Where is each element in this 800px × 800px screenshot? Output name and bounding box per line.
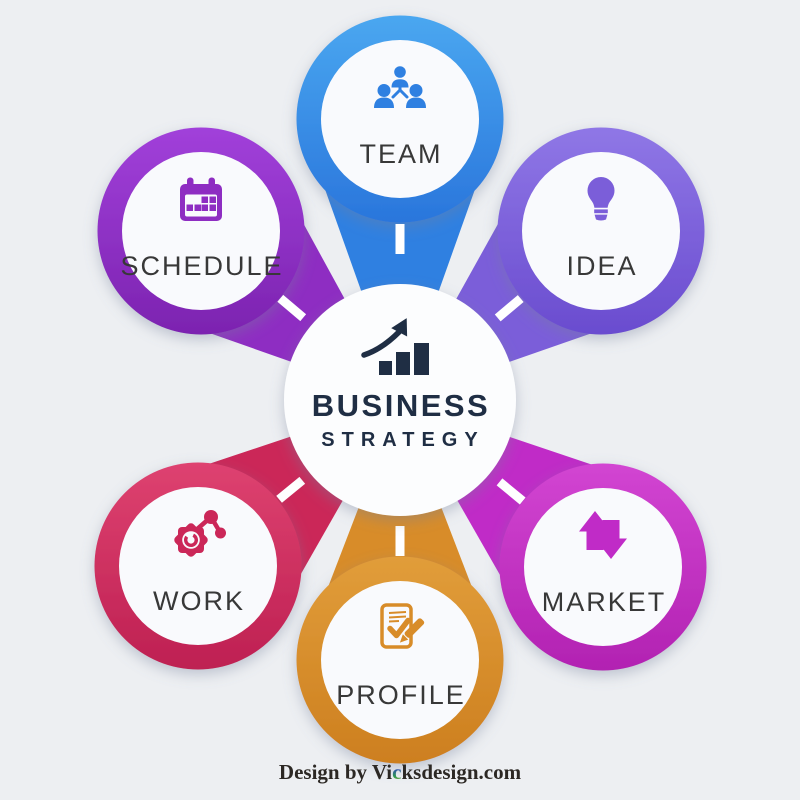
center-circle	[284, 284, 516, 516]
team-icon	[374, 66, 426, 108]
market-label: MARKET	[542, 587, 667, 617]
profile-label: PROFILE	[336, 680, 466, 710]
center-subtitle: STRATEGY	[321, 429, 484, 451]
team-label: TEAM	[359, 139, 442, 169]
idea-inner-circle	[522, 152, 680, 310]
idea-tick	[494, 295, 524, 322]
growth-chart-icon	[361, 318, 429, 375]
document-check-icon	[380, 603, 425, 649]
work-label: WORK	[153, 586, 245, 616]
petal-profile: PROFILE	[296, 400, 504, 764]
calendar-icon	[180, 177, 222, 221]
credit-prefix: Design by	[279, 760, 372, 784]
up-down-arrows-icon	[579, 511, 627, 559]
schedule-tick	[277, 294, 307, 322]
petal-team: TEAM	[296, 15, 504, 400]
lightbulb-icon	[587, 177, 615, 221]
brand-colored-letter: c	[392, 760, 401, 784]
brand-end: ksdesign.com	[401, 760, 521, 784]
schedule-inner-circle	[122, 152, 280, 310]
center-hub: BUSINESS STRATEGY	[284, 284, 516, 516]
petal-work: WORK	[94, 400, 400, 670]
brand-start: Vi	[372, 760, 392, 784]
profile-inner-circle	[321, 581, 479, 739]
schedule-label: SCHEDULE	[120, 251, 283, 281]
credit-text: Design by Vicksdesign.com	[279, 760, 522, 784]
market-inner-circle	[524, 488, 682, 646]
gear-network-icon	[174, 510, 226, 557]
team-inner-circle	[321, 40, 479, 198]
idea-label: IDEA	[566, 251, 637, 281]
work-inner-circle	[119, 487, 277, 645]
center-title: BUSINESS	[312, 388, 490, 423]
market-tick	[496, 478, 526, 505]
work-tick	[276, 476, 306, 503]
